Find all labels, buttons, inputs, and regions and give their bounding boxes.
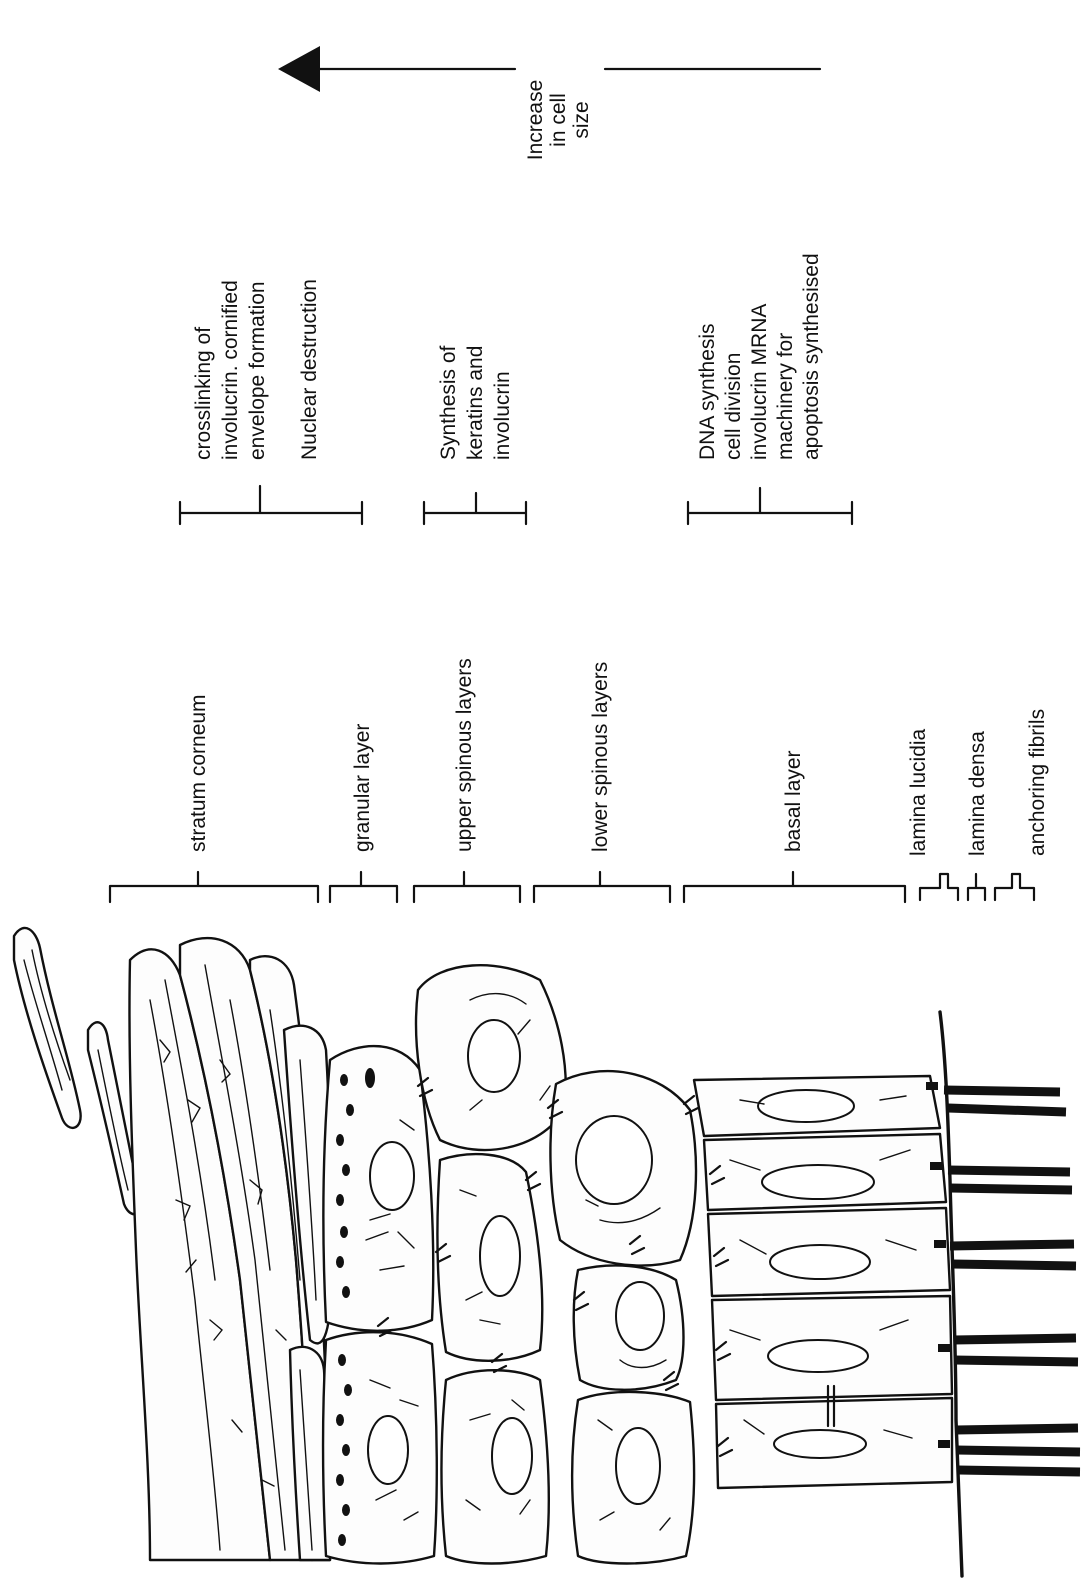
function-line: involucrin (491, 371, 514, 460)
layer-brackets (110, 872, 905, 902)
upper-spinous-cells (416, 965, 566, 1563)
cell-illustration (14, 928, 1080, 1576)
membrane-label-lucidia: lamina lucidia (907, 728, 930, 856)
cell-nucleus (492, 1418, 532, 1494)
basal-cells (694, 1076, 952, 1488)
lower-spinous-cells (550, 1071, 696, 1563)
cell-nucleus (468, 1020, 520, 1092)
cell-size-label-line-1: Increase (524, 80, 547, 161)
function-line: crosslinking of (192, 327, 215, 460)
membrane-label-densa: lamina densa (966, 731, 989, 856)
layer-label-lower-spinous: lower spinous layers (589, 662, 612, 852)
cell-nucleus (770, 1245, 870, 1279)
granular-cells (323, 1046, 437, 1563)
cell-nucleus (768, 1340, 868, 1372)
function-text-nuclear: Nuclear destruction (298, 279, 321, 460)
function-bracket-basal (688, 488, 852, 524)
layer-bracket-lower-spinous (534, 872, 670, 902)
cell-nucleus (616, 1282, 664, 1350)
cell-nucleus (368, 1416, 408, 1484)
layer-bracket-basal (684, 872, 905, 902)
cell-nucleus (762, 1165, 874, 1199)
membrane-bracket-fibrils (995, 874, 1034, 900)
basement-membrane (940, 1012, 962, 1576)
function-line: Synthesis of (437, 345, 460, 460)
function-line: machinery for (774, 333, 797, 460)
function-text-cornified: crosslinking of involucrin. cornified en… (192, 280, 269, 460)
membrane-bracket-densa (968, 874, 985, 900)
function-line: Nuclear destruction (298, 279, 321, 460)
function-brackets (180, 486, 852, 524)
stratum-corneum-cells (129, 938, 332, 1560)
layer-label-stratum-corneum: stratum corneum (187, 694, 210, 852)
function-line: apoptosis synthesised (800, 253, 823, 460)
cell-nucleus (758, 1090, 854, 1122)
cell-nucleus (480, 1216, 520, 1296)
cell-size-label: Increase in cell size (524, 80, 593, 161)
function-line: keratins and (464, 346, 487, 460)
layer-label-granular: granular layer (351, 724, 374, 852)
function-line: involucrin MRNA (748, 304, 771, 460)
membrane-brackets (920, 874, 1034, 900)
layer-label-upper-spinous: upper spinous layers (453, 658, 476, 852)
function-text-synthesis: Synthesis of keratins and involucrin (437, 345, 514, 460)
cell-size-label-line-2: in cell (547, 93, 570, 147)
cell-nucleus (616, 1428, 660, 1504)
function-line: envelope formation (246, 281, 269, 460)
anchoring-fibrils (944, 1090, 1080, 1472)
detached-squame (14, 928, 81, 1128)
function-bracket-synthesis (424, 493, 526, 524)
function-line: cell division (722, 353, 745, 460)
layer-bracket-upper-spinous (414, 872, 520, 902)
cell-size-arrow (278, 46, 820, 92)
cell-nucleus (576, 1116, 652, 1204)
layer-bracket-stratum-corneum (110, 872, 318, 902)
membrane-labels: lamina lucidia lamina densa anchoring fi… (907, 709, 1049, 856)
layer-bracket-granular (330, 872, 397, 902)
cell-size-label-line-3: size (570, 101, 593, 138)
function-bracket-cornified (180, 486, 362, 524)
function-line: DNA synthesis (696, 323, 719, 460)
cell-nucleus (774, 1430, 866, 1458)
cell-nucleus (370, 1142, 414, 1210)
function-line: involucrin. cornified (219, 280, 242, 460)
layer-label-basal: basal layer (782, 750, 805, 852)
arrow-head-icon (278, 46, 320, 92)
membrane-label-fibrils: anchoring fibrils (1026, 709, 1049, 856)
layer-labels: stratum corneum granular layer upper spi… (187, 658, 805, 852)
function-text-basal: DNA synthesis cell division involucrin M… (696, 253, 823, 460)
membrane-bracket-lucidia (920, 874, 958, 900)
